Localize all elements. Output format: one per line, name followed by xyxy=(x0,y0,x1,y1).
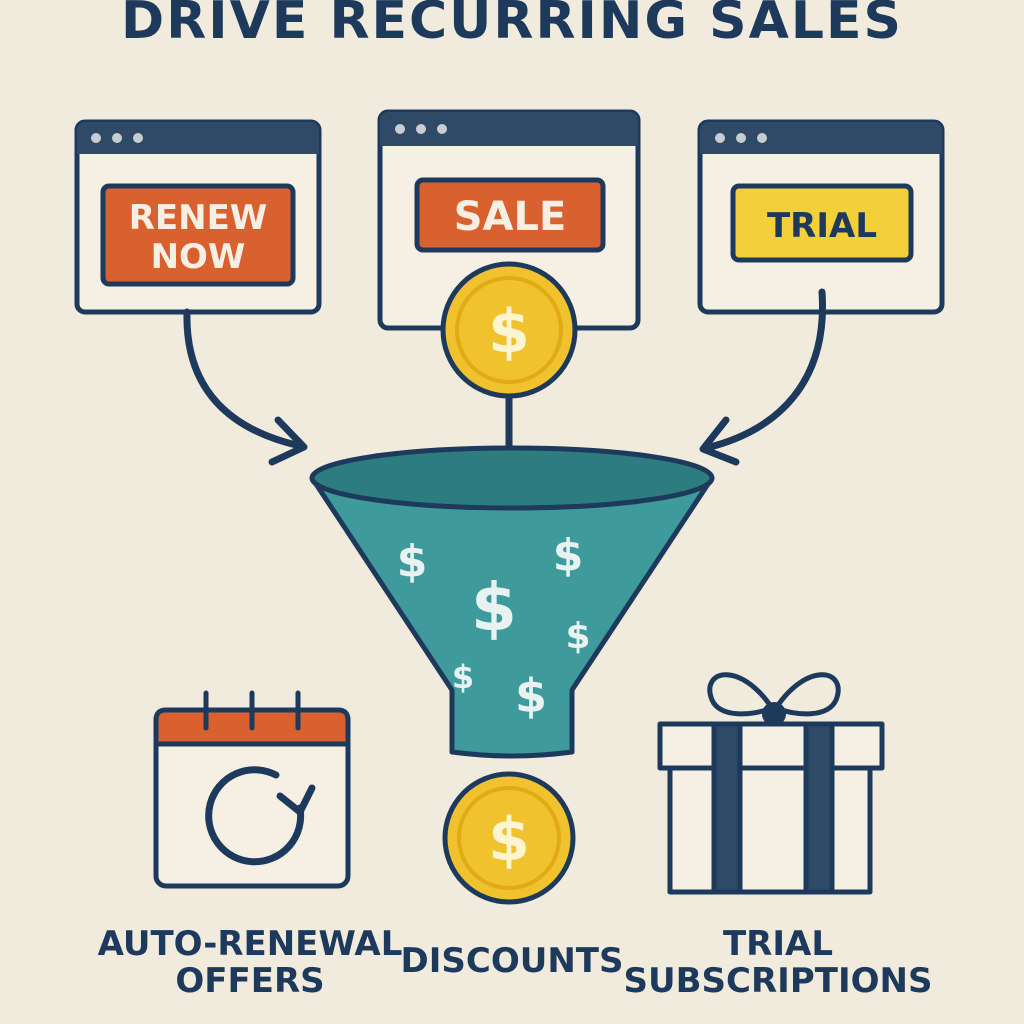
dollar-icon: $ xyxy=(471,569,517,646)
gift-icon xyxy=(657,672,885,895)
auto-renewal-label-line2: OFFERS xyxy=(175,961,324,1001)
dollar-icon: $ xyxy=(553,530,584,581)
coin-icon-top: $ xyxy=(440,261,578,399)
window-dot-icon xyxy=(736,133,746,143)
trial-label: TRIAL xyxy=(767,206,877,246)
renew-now-line1: RENEW xyxy=(129,198,268,238)
arrow-right-icon xyxy=(699,288,826,466)
calendar-refresh-icon xyxy=(153,690,351,889)
page-title: DRIVE RECURRING SALES xyxy=(121,0,903,51)
window-dot-icon xyxy=(91,133,101,143)
window-dot-icon xyxy=(437,124,447,134)
dollar-icon: $ xyxy=(452,658,474,696)
trial-subscriptions-label-line1: TRIAL xyxy=(723,924,833,964)
dollar-icon: $ xyxy=(565,616,590,657)
auto-renewal-label-line1: AUTO-RENEWAL xyxy=(98,924,403,964)
window-dot-icon xyxy=(395,124,405,134)
window-dot-icon xyxy=(715,133,725,143)
browser-window-trial: TRIAL xyxy=(697,119,945,315)
renew-now-button: RENEW NOW xyxy=(100,183,296,287)
coin-icon-bottom: $ xyxy=(442,771,576,905)
window-dot-icon xyxy=(416,124,426,134)
dollar-icon: $ xyxy=(488,805,530,875)
sale-label: SALE xyxy=(454,194,567,240)
trial-button: TRIAL xyxy=(730,183,914,263)
dollar-icon: $ xyxy=(515,669,547,723)
arrow-left-icon xyxy=(183,308,308,466)
window-dot-icon xyxy=(133,133,143,143)
browser-window-renew: RENEW NOW xyxy=(74,119,322,315)
trial-subscriptions-label-line2: SUBSCRIPTIONS xyxy=(624,961,933,1001)
discounts-label: DISCOUNTS xyxy=(401,941,624,981)
funnel-icon: $ $ $ $ $ $ xyxy=(309,445,715,759)
window-dot-icon xyxy=(757,133,767,143)
sale-button: SALE xyxy=(414,177,606,253)
browser-window-sale: SALE xyxy=(377,109,641,331)
dollar-icon: $ xyxy=(397,536,428,587)
window-dot-icon xyxy=(112,133,122,143)
renew-now-line2: NOW xyxy=(151,237,246,277)
dollar-icon: $ xyxy=(488,297,530,367)
